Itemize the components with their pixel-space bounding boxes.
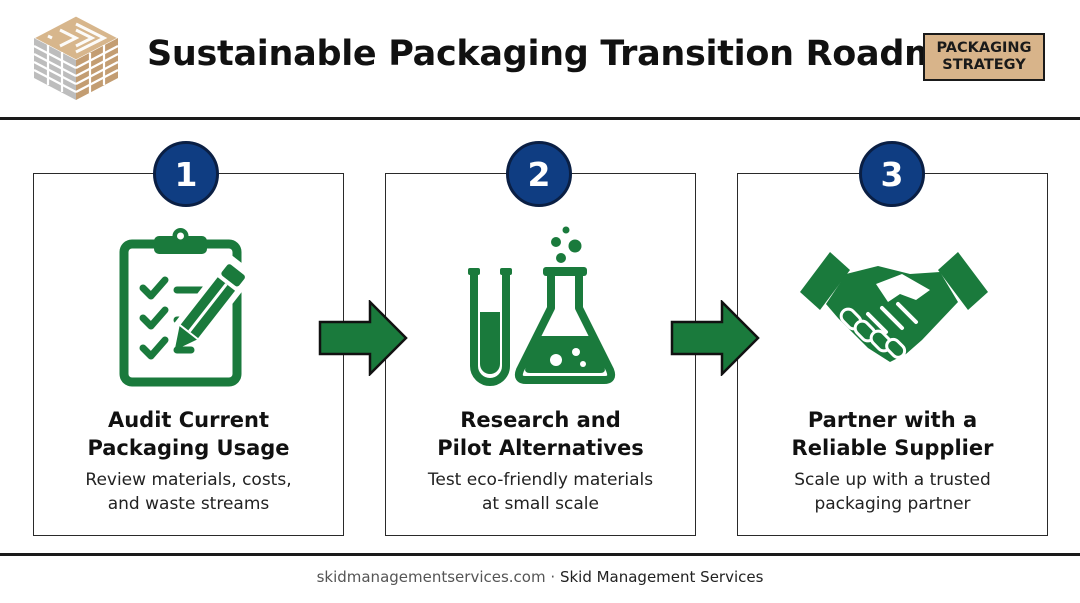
step-title-2-line-1: Research and <box>460 408 621 432</box>
header: Sustainable Packaging Transition Roadmap… <box>0 0 1080 118</box>
footer-divider <box>0 553 1080 556</box>
step-number-1: 1 <box>153 141 219 207</box>
step-title-1: Audit Current Packaging Usage <box>33 406 344 462</box>
header-divider <box>0 117 1080 120</box>
step-title-1-line-1: Audit Current <box>107 408 270 432</box>
step-description-1-line-1: Review materials, costs, <box>85 470 292 490</box>
step-description-3-line-1: Scale up with a trusted <box>794 470 991 490</box>
step-title-1-line-2: Packaging Usage <box>87 436 290 460</box>
badge-line-1: PACKAGING <box>936 40 1032 56</box>
footer: skidmanagementservices.com · Skid Manage… <box>0 568 1080 586</box>
lab-flask-icon <box>468 226 616 386</box>
strategy-badge: PACKAGING STRATEGY <box>923 33 1045 81</box>
footer-company: Skid Management Services <box>559 568 764 586</box>
step-number-3: 3 <box>859 141 925 207</box>
step-title-2: Research and Pilot Alternatives <box>385 406 696 462</box>
step-title-3-line-2: Reliable Supplier <box>791 436 994 460</box>
step-description-2-line-2: at small scale <box>482 494 599 514</box>
step-description-3: Scale up with a trusted packaging partne… <box>737 468 1048 516</box>
step-description-1: Review materials, costs, and waste strea… <box>33 468 344 516</box>
step-description-2: Test eco-friendly materials at small sca… <box>385 468 696 516</box>
step-card-1 <box>33 173 344 536</box>
arrow-right-icon <box>318 300 408 376</box>
footer-website: skidmanagementservices.com <box>316 568 546 586</box>
footer-separator: · <box>550 568 556 586</box>
step-description-2-line-1: Test eco-friendly materials <box>427 470 654 490</box>
step-description-3-line-2: packaging partner <box>814 494 971 514</box>
step-title-3-line-1: Partner with a <box>807 408 978 432</box>
step-title-3: Partner with a Reliable Supplier <box>737 406 1048 462</box>
clipboard-checklist-icon <box>119 228 256 387</box>
step-number-2: 2 <box>506 141 572 207</box>
badge-line-2: STRATEGY <box>942 57 1026 73</box>
arrow-right-icon <box>670 300 760 376</box>
pallet-logo-icon <box>32 15 120 100</box>
step-description-1-line-2: and waste streams <box>107 494 270 514</box>
page-title: Sustainable Packaging Transition Roadmap <box>147 34 989 74</box>
step-title-2-line-2: Pilot Alternatives <box>437 436 644 460</box>
handshake-icon <box>800 252 988 362</box>
